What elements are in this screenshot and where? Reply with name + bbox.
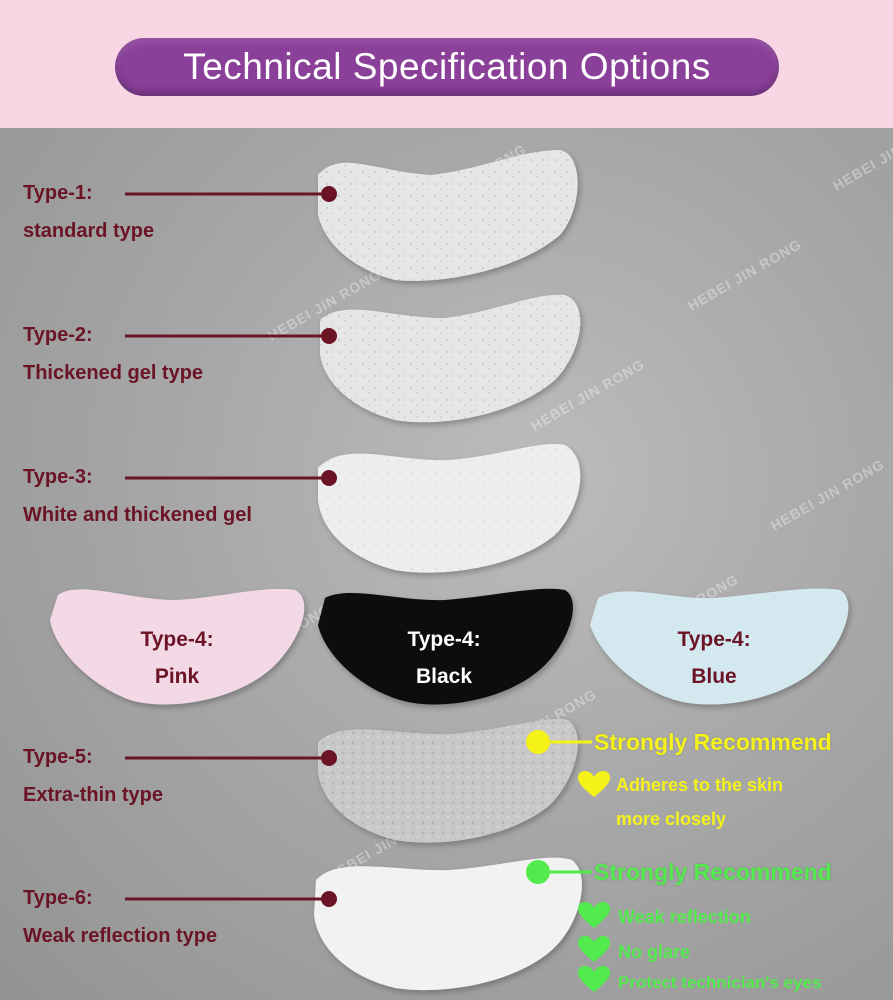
- recommend-green-item: Weak reflection: [618, 907, 751, 927]
- type-4-pink-name: Type-4:: [140, 628, 214, 651]
- recommend-green-title: Strongly Recommend: [594, 859, 832, 885]
- heart-icon: [578, 771, 610, 797]
- type-4-black-name: Type-4:: [407, 628, 481, 651]
- label-dots: [321, 186, 337, 907]
- pad-type-4-blue: [590, 588, 849, 705]
- title-pill: Technical Specification Options: [115, 38, 779, 96]
- pad-type-1: [318, 150, 578, 281]
- recommend-green-item: No glare: [618, 942, 691, 962]
- type-1-desc: standard type: [23, 220, 155, 242]
- pad-type-4-pink: [50, 588, 305, 705]
- type-5-desc: Extra-thin type: [23, 784, 164, 806]
- header-band: Technical Specification Options: [0, 0, 893, 128]
- pad-type-2: [320, 294, 581, 423]
- heart-icon: [578, 902, 610, 928]
- type-4-black-color: Black: [415, 665, 473, 688]
- pad-type-4-black: [318, 588, 573, 705]
- recommend-green-connector: [526, 860, 592, 884]
- pad-type-5: [318, 718, 578, 843]
- pad-type-6: [314, 857, 582, 991]
- type-6-desc: Weak reflection type: [23, 925, 218, 947]
- type-3-name: Type-3:: [23, 466, 93, 488]
- type-4-pink-color: Pink: [154, 665, 200, 688]
- heart-icon: [578, 966, 610, 992]
- pad-type-3: [318, 443, 581, 573]
- type-5-name: Type-5:: [23, 746, 93, 768]
- heart-icon: [578, 936, 610, 962]
- type-6-name: Type-6:: [23, 887, 93, 909]
- type-1-name: Type-1:: [23, 182, 93, 204]
- type-3-desc: White and thickened gel: [23, 504, 252, 526]
- recommend-yellow-connector: [526, 730, 592, 754]
- recommend-yellow-item: Adheres to the skin: [616, 775, 784, 795]
- type-2-desc: Thickened gel type: [23, 362, 204, 384]
- recommend-yellow-item: more closely: [616, 809, 727, 829]
- page-title: Technical Specification Options: [183, 46, 711, 87]
- type-2-name: Type-2:: [23, 324, 93, 346]
- type-4-blue-color: Blue: [691, 665, 737, 688]
- recommend-green-item: Protect technician's eyes: [618, 973, 822, 992]
- type-4-blue-name: Type-4:: [677, 628, 751, 651]
- label-connectors: [125, 192, 328, 901]
- recommend-yellow-title: Strongly Recommend: [594, 729, 832, 755]
